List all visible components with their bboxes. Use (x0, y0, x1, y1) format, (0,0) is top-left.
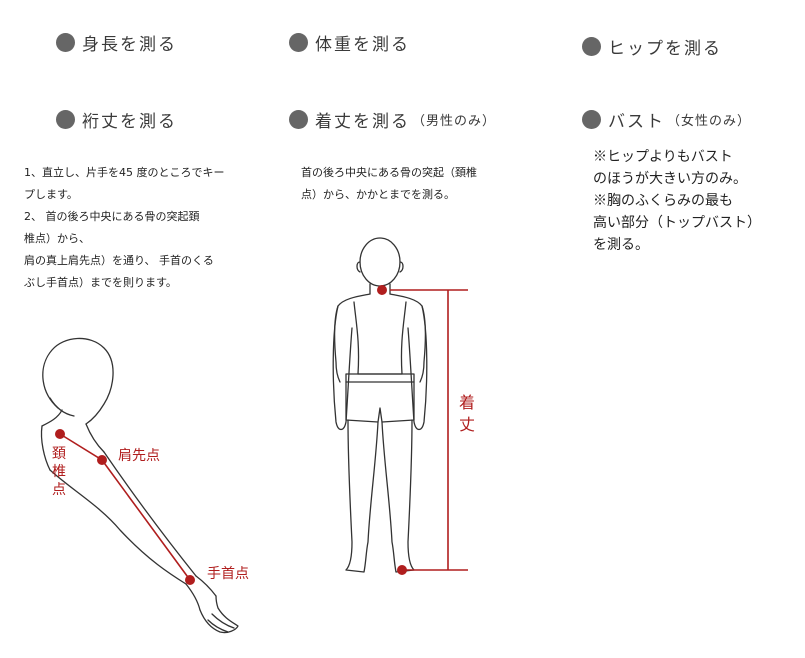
figure-right-arm (407, 305, 428, 431)
heading-bust-label: バスト (608, 112, 665, 132)
neck-outline (41, 409, 63, 427)
length-measurement-illustration: 着 丈 (332, 237, 475, 575)
shoulder-point-marker (97, 455, 107, 465)
sleeve-line: プします。 (24, 188, 78, 201)
bullet-dot (582, 37, 601, 56)
length-top-marker (377, 285, 387, 295)
figure-torso (334, 293, 426, 383)
heading-sleeve-label: 裄丈を測る (82, 112, 177, 132)
bullet-dot (289, 33, 308, 52)
hair-line (49, 397, 75, 417)
bust-line: ※ヒップよりもバスト (593, 149, 733, 165)
finger-line (211, 613, 235, 629)
heading-height-label: 身長を測る (82, 35, 177, 55)
sleeve-line: 2、 首の後ろ中央にある骨の突起頚 (24, 210, 200, 223)
sleeve-line: 椎点）から、 (24, 232, 90, 245)
wrist-point-label: 手首点 (207, 566, 249, 582)
cervical-label-3: 点 (52, 482, 66, 498)
bust-line: を測る。 (593, 237, 649, 253)
upper-arm-bottom (49, 469, 187, 585)
wrist-point-marker (185, 575, 195, 585)
heading-hip-label: ヒップを測る (608, 39, 722, 59)
wrist-top (195, 575, 217, 597)
figure-head (359, 237, 401, 287)
length-label-2: 丈 (459, 415, 475, 434)
heading-bust: バスト （女性のみ） (582, 107, 751, 132)
bust-instructions: ※ヒップよりもバスト のほうが大きい方のみ。 ※胸のふくらみの最も 高い部分（ト… (593, 146, 803, 256)
sleeve-instructions: 1、直立し、片手を45 度のところでキー プします。 2、 首の後ろ中央にある骨… (24, 162, 274, 294)
shoulder-point-label: 肩先点 (118, 448, 160, 464)
finger-line-2 (207, 619, 229, 633)
heading-length-note: （男性のみ） (412, 114, 497, 129)
bullet-dot (289, 110, 308, 129)
length-label-1: 着 (459, 393, 475, 412)
heading-hip: ヒップを測る (582, 34, 722, 59)
hand-outline (199, 595, 239, 634)
cervical-label-2: 椎 (52, 464, 66, 480)
heading-length: 着丈を測る （男性のみ） (289, 107, 496, 132)
heading-weight-label: 体重を測る (315, 35, 410, 55)
sleeve-line: 肩の真上肩先点）を通り、 手首のくる (24, 254, 214, 267)
figure-left-arm (332, 305, 353, 431)
figure-shorts (345, 373, 415, 423)
sleeve-line: ぶし手首点）までを則ります。 (24, 276, 177, 289)
forearm-lower (185, 583, 201, 611)
heading-bust-note: （女性のみ） (667, 114, 752, 129)
heading-height: 身長を測る (56, 30, 177, 55)
cervical-point-marker (55, 429, 65, 439)
sleeve-measurement-illustration: 頚 椎 点 肩先点 手首点 (40, 337, 249, 634)
upper-arm-top (103, 451, 197, 577)
figure-ears (356, 261, 404, 273)
sleeve-line: 1、直立し、片手を45 度のところでキー (24, 166, 225, 179)
bullet-dot (56, 33, 75, 52)
length-line: 首の後ろ中央にある骨の突起（頚椎 (301, 166, 477, 179)
length-heel-marker (397, 565, 407, 575)
cervical-label-1: 頚 (52, 446, 66, 462)
bullet-dot (56, 110, 75, 129)
figure-left-leg (345, 419, 379, 573)
bust-line: ※胸のふくらみの最も (593, 193, 733, 209)
figure-tank-top (353, 301, 407, 375)
head-outline (42, 337, 114, 425)
length-line: 点）から、かかとまでを測る。 (301, 188, 455, 201)
bust-line: 高い部分（トップバスト） (593, 215, 761, 231)
heading-sleeve: 裄丈を測る (56, 107, 177, 132)
heading-weight: 体重を測る (289, 30, 410, 55)
front-neck-outline (85, 423, 105, 453)
length-instructions: 首の後ろ中央にある骨の突起（頚椎 点）から、かかとまでを測る。 (301, 162, 531, 206)
figure-neck (369, 283, 391, 295)
figure-right-leg (381, 419, 415, 573)
back-outline (40, 425, 51, 471)
heading-length-label: 着丈を測る (315, 112, 410, 132)
bust-line: のほうが大きい方のみ。 (593, 171, 747, 187)
bullet-dot (582, 110, 601, 129)
